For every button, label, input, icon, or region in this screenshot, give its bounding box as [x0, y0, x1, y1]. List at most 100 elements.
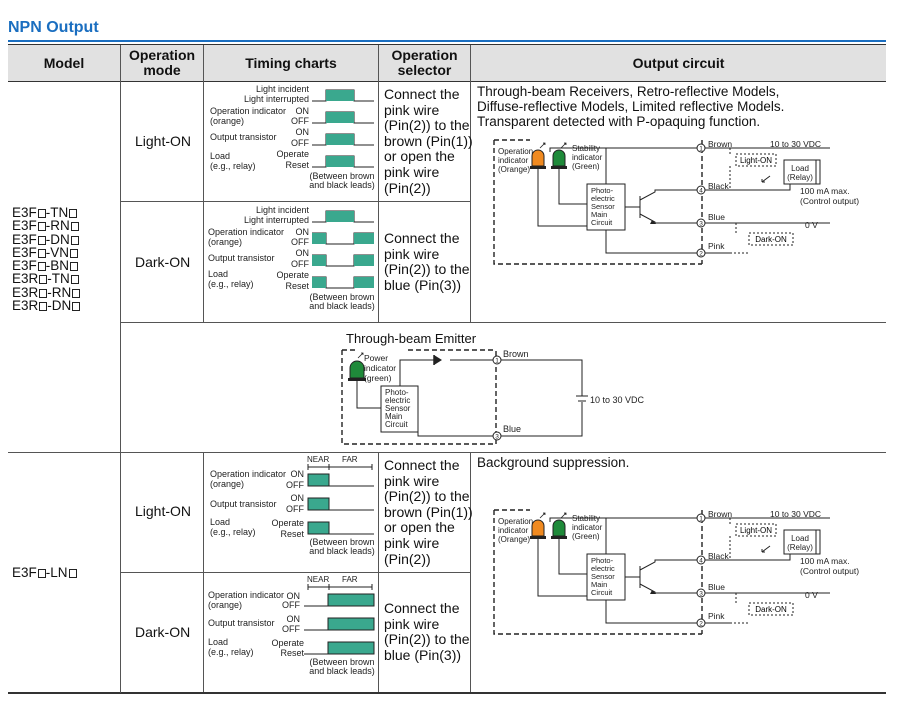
- svg-text:Pink: Pink: [708, 241, 725, 251]
- svg-text:Operation indicator: Operation indicator: [208, 590, 284, 600]
- svg-text:Circuit: Circuit: [385, 420, 408, 429]
- label-off: OFF: [291, 259, 309, 269]
- svg-text:Photo-: Photo-: [591, 556, 614, 565]
- timing-chart-dark-on: Light incident Light interrupted Operati…: [208, 205, 375, 311]
- timing-chart-light-on-2: NEAR FAR Operation indicator (orange) ON…: [210, 455, 375, 556]
- pulse: [326, 90, 354, 101]
- svg-text:10 to 30 VDC: 10 to 30 VDC: [590, 395, 645, 405]
- table-col-line: [378, 452, 379, 692]
- svg-text:Brown: Brown: [708, 139, 732, 149]
- svg-text:Pink: Pink: [708, 611, 725, 621]
- svg-text:(orange): (orange): [208, 600, 242, 610]
- svg-text:electric: electric: [591, 564, 615, 573]
- svg-text:(Green): (Green): [572, 532, 600, 541]
- svg-text:Photo-: Photo-: [591, 186, 614, 195]
- label-off: OFF: [291, 116, 309, 126]
- svg-text:Output transistor: Output transistor: [210, 499, 277, 509]
- table-rule: [121, 201, 470, 202]
- svg-text:10 to 30 VDC: 10 to 30 VDC: [770, 509, 821, 519]
- label-reset: Reset: [285, 160, 309, 170]
- svg-text:Blue: Blue: [708, 212, 725, 222]
- svg-text:OFF: OFF: [286, 504, 304, 514]
- load-box: [783, 529, 817, 555]
- label-off: OFF: [291, 237, 309, 247]
- svg-text:Load: Load: [208, 637, 228, 647]
- svg-text:3: 3: [699, 591, 703, 598]
- model-list: E3F-TN E3F-RN E3F-DN E3F-VN E3F-BN E3R-T…: [12, 206, 81, 312]
- pulse: [312, 233, 326, 244]
- svg-text:Circuit: Circuit: [591, 218, 613, 227]
- page-title: NPN Output: [8, 19, 99, 36]
- svg-text:(Relay): (Relay): [787, 173, 813, 182]
- pulse: [326, 112, 354, 123]
- label-light-incident: Light incident: [256, 84, 310, 94]
- svg-text:OFF: OFF: [282, 600, 300, 610]
- svg-text:(Between brown: (Between brown: [309, 537, 374, 547]
- model-item: E3R-RN: [12, 285, 81, 299]
- svg-text:(Green): (Green): [572, 162, 600, 171]
- svg-text:Black: Black: [708, 181, 730, 191]
- header-model: Model: [8, 45, 120, 81]
- svg-text:Brown: Brown: [503, 349, 529, 359]
- svg-text:NEAR: NEAR: [307, 575, 329, 584]
- emitter-circuit-diagram: Power indicator (green) Photo- electric …: [341, 349, 645, 445]
- table-col-line: [378, 45, 379, 322]
- svg-text:OFF: OFF: [286, 480, 304, 490]
- label-op-indicator-color: (orange): [210, 116, 244, 126]
- label-note: and black leads): [309, 301, 375, 311]
- svg-text:Operate: Operate: [271, 638, 304, 648]
- table-rule: [8, 81, 886, 82]
- model-item: E3F-VN: [12, 245, 80, 259]
- model-item: E3F-RN: [12, 219, 80, 233]
- svg-text:OFF: OFF: [282, 624, 300, 634]
- label-note: and black leads): [309, 180, 375, 190]
- svg-text:Load: Load: [791, 164, 809, 173]
- circuit-caption-2: Background suppression.: [477, 455, 630, 470]
- label-light-interrupted: Light interrupted: [244, 215, 309, 225]
- label-load-example: (e.g., relay): [208, 279, 254, 289]
- table-col-line: [120, 45, 121, 693]
- svg-text:2: 2: [699, 251, 703, 258]
- table-col-line: [203, 452, 204, 692]
- green-led-icon: [552, 519, 566, 537]
- svg-text:FAR: FAR: [342, 575, 358, 584]
- table-col-line: [203, 45, 204, 322]
- label-operate: Operate: [276, 270, 309, 280]
- pulse: [326, 134, 354, 145]
- model-item: E3R-DN: [12, 299, 81, 312]
- label-output-transistor: Output transistor: [208, 253, 275, 263]
- pulse: [326, 156, 354, 167]
- svg-text:indicator: indicator: [572, 523, 603, 532]
- main-circuit-box: [586, 183, 626, 231]
- label-operate: Operate: [276, 149, 309, 159]
- svg-text:electric: electric: [385, 396, 410, 405]
- svg-text:(Orange): (Orange): [498, 535, 530, 544]
- svg-text:Operation: Operation: [498, 517, 533, 526]
- label-light-interrupted: Light interrupted: [244, 94, 309, 104]
- table-rule: [121, 572, 470, 573]
- svg-text:4: 4: [699, 558, 703, 565]
- model-item: E3F-BN: [12, 259, 80, 273]
- svg-text:(Orange): (Orange): [498, 165, 530, 174]
- output-circuit-diagram-2: Operation indicator (Orange) Stability i…: [493, 509, 859, 635]
- mode-dark-on-2: Dark-ON: [135, 624, 191, 640]
- svg-text:ON: ON: [287, 591, 301, 601]
- label-note: (Between brown: [309, 292, 374, 302]
- pulse: [354, 277, 374, 288]
- table-rule: [8, 44, 886, 45]
- svg-text:3: 3: [699, 221, 703, 228]
- svg-text:1: 1: [699, 146, 703, 153]
- svg-text:Light-ON: Light-ON: [740, 526, 772, 535]
- table-col-line: [470, 45, 471, 322]
- svg-text:(orange): (orange): [210, 479, 244, 489]
- label-on: ON: [296, 227, 310, 237]
- label-on: ON: [296, 248, 310, 258]
- svg-text:Load: Load: [210, 517, 230, 527]
- svg-text:Circuit: Circuit: [591, 588, 613, 597]
- timing-chart-light-on: Light incident Light interrupted Operati…: [210, 84, 375, 190]
- table-col-line: [470, 452, 471, 692]
- svg-text:ON: ON: [287, 614, 301, 624]
